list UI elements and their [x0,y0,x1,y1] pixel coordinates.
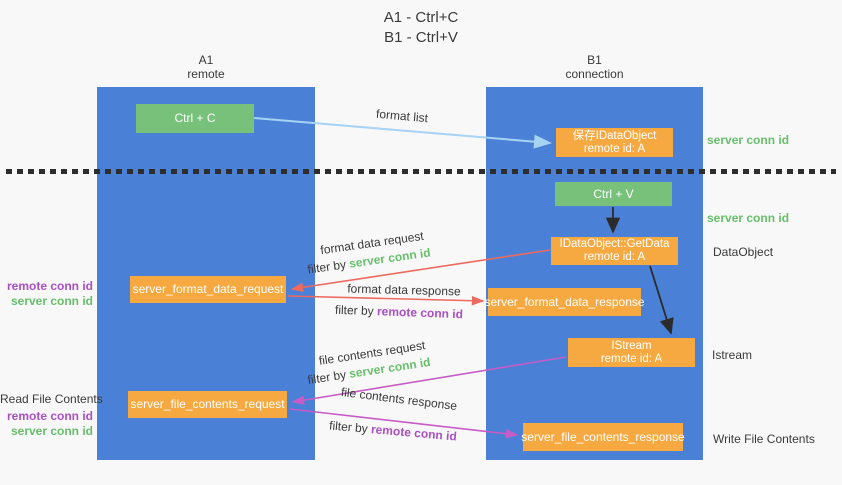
istream-line2: remote id: A [600,352,663,365]
format-response-label: server_format_data_response [484,294,645,309]
ctrl-c-node: Ctrl + C [136,104,254,133]
lane-header-b1: B1 connection [486,53,703,81]
remote-conn-id-label: remote conn id [6,279,93,293]
ctrl-c-label: Ctrl + C [174,111,216,125]
istream-line1: IStream [611,339,652,352]
lane-b1-subtitle: connection [565,67,624,81]
file-contents-response-label: file contents response [340,384,458,414]
title-line-1: A1 - Ctrl+C [383,9,459,26]
format-response-filter-label: filter by remote conn id [334,302,464,322]
file-response-filter-label: filter by remote conn id [328,418,458,444]
lane-header-a1: A1 remote [97,53,315,81]
getdata-line1: IDataObject::GetData [559,238,670,250]
format-list-label: format list [375,106,429,126]
save-dataobject-line2: remote id: A [583,142,646,155]
format-data-response-label: format data response [347,281,461,299]
save-dataobject-node: 保存IDataObject remote id: A [556,128,673,157]
save-dataobject-line1: 保存IDataObject [572,129,657,142]
format-request-label: server_format_data_request [132,282,284,296]
lane-b1-name: B1 [587,53,602,67]
getdata-node: IDataObject::GetData remote id: A [551,237,678,265]
file-conn-id-pair: remote conn id server conn id [0,409,93,438]
server-conn-id-mid-label: server conn id [707,211,790,225]
file-response-label: server_file_contents_response [521,429,685,444]
title-line-2: B1 - Ctrl+V [384,29,458,46]
read-file-contents-label: Read File Contents [0,392,103,406]
ctrl-v-label: Ctrl + V [593,186,634,201]
server-conn-id-label: server conn id [10,293,93,308]
server-file-contents-response-node: server_file_contents_response [521,423,685,451]
server-conn-id-top-label: server conn id [707,133,790,147]
write-file-contents-label: Write File Contents [713,432,815,446]
lane-a1-name: A1 [198,53,214,67]
server-conn-id-label-2: server conn id [10,423,93,438]
ctrl-v-node: Ctrl + V [555,182,672,206]
format-conn-id-pair: remote conn id server conn id [0,279,93,308]
remote-conn-id-label-2: remote conn id [6,409,93,423]
istream-side-label: Istream [712,348,753,362]
lane-a1-subtitle: remote [187,67,225,81]
getdata-line2: remote id: A [583,251,646,263]
server-format-data-response-node: server_format_data_response [484,288,645,316]
diagram-title: A1 - Ctrl+C B1 - Ctrl+V [0,8,842,48]
file-request-label: server_file_contents_request [130,397,285,411]
server-format-data-request-node: server_format_data_request [130,276,286,303]
server-file-contents-request-node: server_file_contents_request [128,391,287,418]
dataobject-label: DataObject [713,245,774,259]
istream-node: IStream remote id: A [568,338,695,367]
copy-paste-divider-line [6,169,836,174]
